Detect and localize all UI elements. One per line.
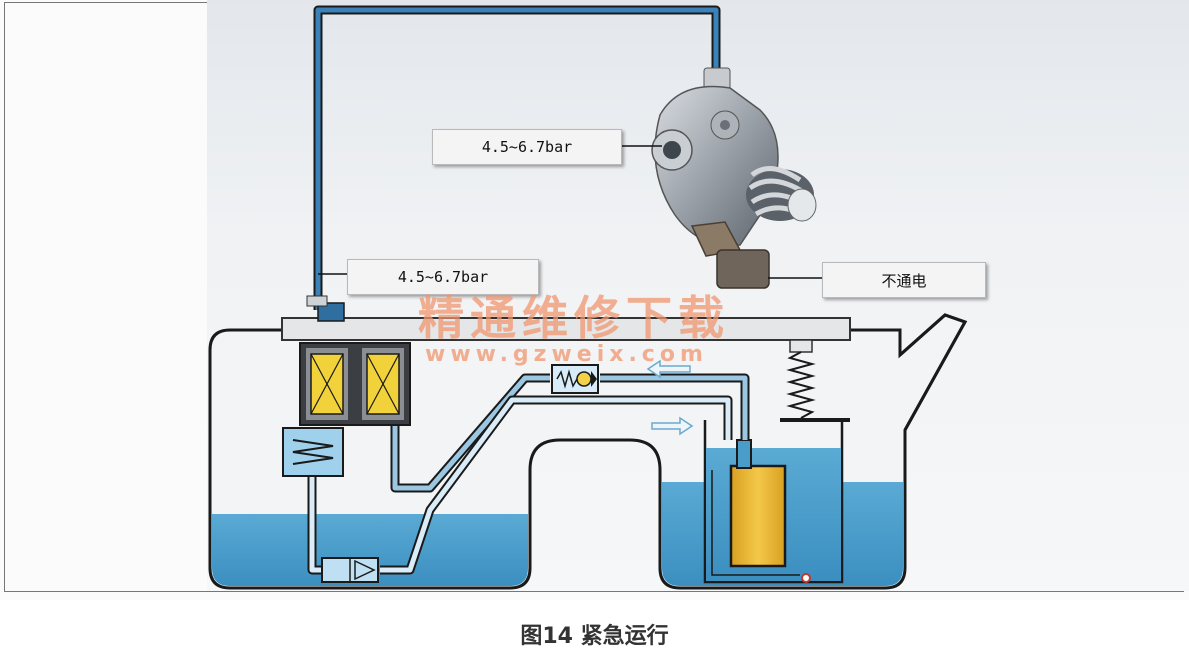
pump-wiring bbox=[711, 470, 800, 576]
label-no-power: 不通电 bbox=[822, 262, 986, 298]
flange-outlet bbox=[306, 295, 345, 322]
wiring-connector bbox=[801, 573, 811, 583]
check-valve bbox=[551, 364, 599, 394]
watermark-chinese: 精通维修下载 bbox=[418, 291, 730, 345]
label-tank-pressure: 4.5~6.7bar bbox=[347, 259, 539, 295]
pot-spring bbox=[786, 339, 816, 419]
label-pump-pressure-text: 4.5~6.7bar bbox=[481, 138, 573, 156]
pressure-regulator bbox=[282, 427, 344, 477]
fuel-system-diagram bbox=[208, 5, 968, 590]
jet-pump bbox=[321, 557, 379, 583]
fuel-pipes bbox=[307, 5, 750, 575]
label-pump-pressure: 4.5~6.7bar bbox=[432, 129, 622, 165]
fuel-level-left bbox=[212, 514, 528, 586]
electric-fuel-pump bbox=[729, 464, 787, 568]
pump-inlet bbox=[736, 439, 752, 469]
pump-connector bbox=[716, 249, 770, 289]
fuel-filter-module bbox=[299, 342, 411, 426]
tank-flange bbox=[281, 317, 851, 341]
watermark-url: www.gzweix.com bbox=[425, 342, 708, 367]
figure-caption: 图14 紧急运行 bbox=[520, 624, 669, 649]
high-pressure-pump bbox=[651, 67, 817, 289]
label-no-power-text: 不通电 bbox=[881, 271, 927, 290]
label-tank-pressure-text: 4.5~6.7bar bbox=[397, 268, 489, 286]
pump-spring bbox=[746, 166, 817, 222]
flow-arrows bbox=[646, 359, 694, 436]
